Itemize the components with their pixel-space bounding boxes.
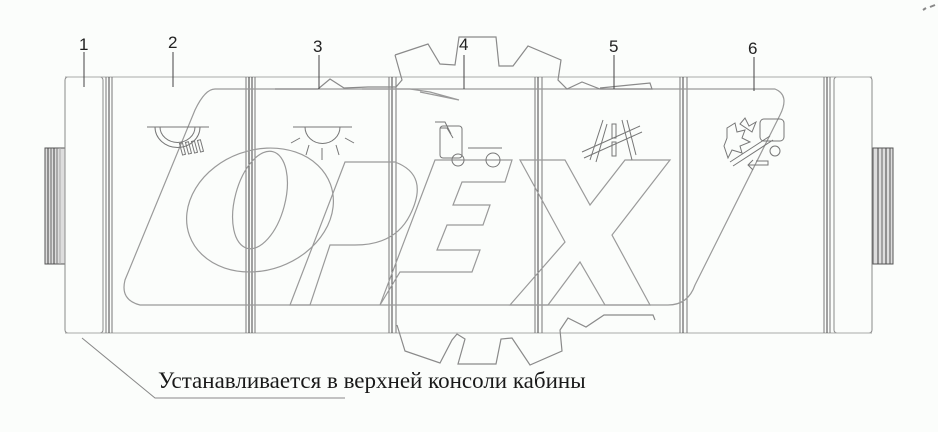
tractor-icon [435, 121, 502, 168]
callout-4: 4 [459, 35, 469, 54]
opex-watermark [123, 88, 785, 306]
work-light-icon [290, 126, 355, 160]
installation-caption: Устанавливается в верхней консоли кабины [158, 368, 586, 393]
wiper-icon [581, 119, 643, 163]
module-1-end-cap [64, 76, 104, 334]
connector-left [44, 147, 66, 265]
beacon-icon [723, 117, 785, 171]
gear-outline [275, 36, 656, 366]
callout-3: 3 [313, 37, 323, 56]
dome-light-icon [147, 126, 209, 156]
caption-leader [81, 337, 345, 399]
callout-6: 6 [748, 39, 758, 58]
corner-mark [922, 4, 936, 11]
callout-5: 5 [609, 37, 619, 56]
callout-1: 1 [79, 35, 89, 54]
callout-2: 2 [168, 33, 178, 52]
module-end-cap-right [833, 76, 873, 334]
connector-right [872, 147, 894, 265]
